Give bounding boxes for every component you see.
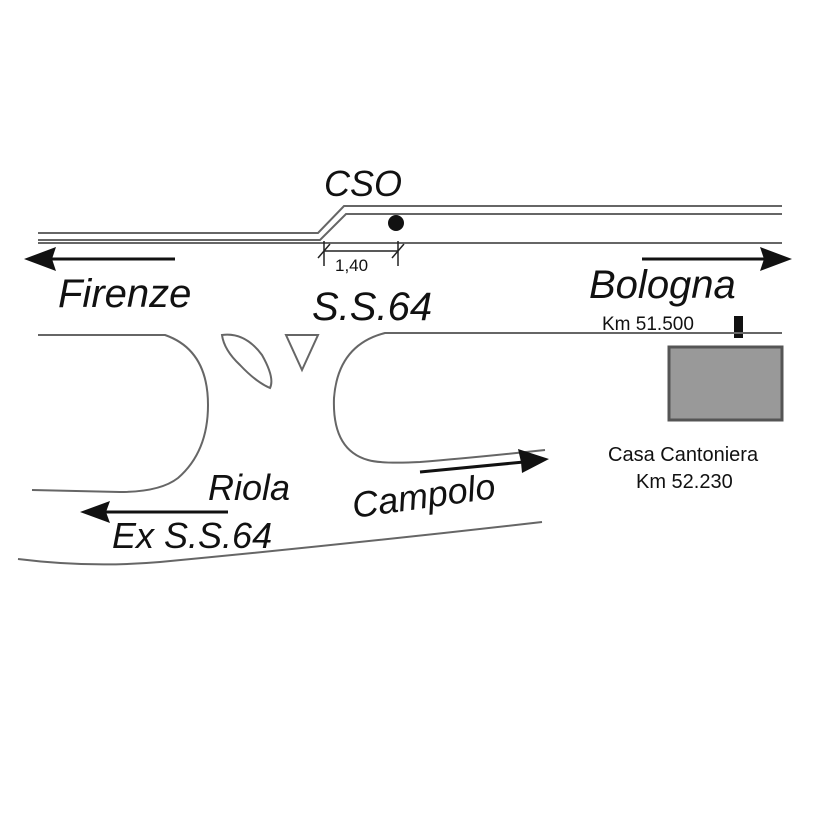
dimension-slash-right (391, 243, 405, 259)
casa-cantoniera-label: Casa Cantoniera (608, 444, 759, 466)
road-edges (17, 332, 782, 566)
road-edge-left-loop (31, 334, 210, 494)
campolo-label: Campolo (349, 465, 497, 526)
bologna-label: Bologna (589, 263, 736, 307)
casa-cantoniera-km-label: Km 52.230 (636, 471, 733, 493)
campolo-arrow-shaft (419, 460, 525, 474)
traffic-island-curved (220, 333, 273, 390)
dimension-slash-left (317, 243, 331, 259)
campolo-arrow-head (518, 449, 549, 473)
road-edge-right-loop (332, 332, 782, 464)
campolo-arrow (419, 449, 549, 474)
ex-ss64-arrow (80, 501, 228, 523)
casa-cantoniera-building (667, 345, 784, 422)
cso-point-marker (388, 215, 404, 231)
firenze-label: Firenze (58, 272, 191, 316)
cso-label: CSO (324, 163, 402, 204)
ex-ss64-label: Ex S.S.64 (112, 515, 272, 556)
railway-line-upper (38, 205, 782, 234)
firenze-arrow-head (24, 247, 56, 271)
km-marker-post (734, 316, 743, 338)
ex-ss64-arrow-head (80, 501, 110, 523)
dimension-label: 1,40 (335, 256, 368, 275)
firenze-arrow (24, 247, 175, 271)
bologna-arrow-head (760, 247, 792, 271)
bologna-arrow (642, 247, 792, 271)
traffic-island-triangle (284, 334, 320, 373)
railway-track (38, 205, 782, 244)
ss64-label: S.S.64 (312, 285, 432, 329)
dimension-marker: 1,40 (317, 241, 405, 275)
riola-label: Riola (208, 467, 290, 508)
road-edge-bottom (17, 521, 543, 566)
railway-line-middle (38, 213, 782, 241)
km-marker-label: Km 51.500 (602, 314, 694, 335)
